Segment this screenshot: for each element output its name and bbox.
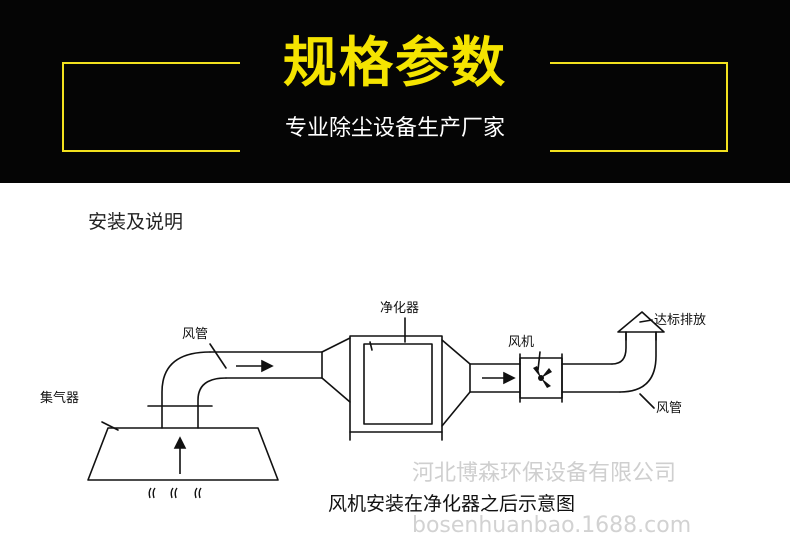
label-collector: 集气器 [40,390,79,406]
diagram-caption: 风机安装在净化器之后示意图 [328,493,575,515]
purifier-box [349,335,443,433]
page-subtitle: 专业除尘设备生产厂家 [284,116,505,141]
smoke-marks [148,487,202,499]
fan-icon [533,366,552,388]
label-purifier: 净化器 [380,301,419,316]
label-duct-right: 风管 [656,401,682,416]
subtitle-backdrop [240,108,550,152]
section-label: 安装及说明 [88,211,184,233]
collector-hood [87,427,279,481]
watermark-site: bosenhuanbao.1688.com [412,513,691,538]
label-fan: 风机 [508,335,534,350]
header-banner: 规格参数 专业除尘设备生产厂家 [0,0,790,183]
purifier-inlet [321,337,351,403]
exhaust-cap [617,311,665,333]
label-duct-left: 风管 [182,327,208,342]
riser-duct [161,351,211,429]
watermark-company: 河北博森环保设备有限公司 [412,461,676,486]
page-title: 规格参数 [283,31,507,94]
installation-diagram: 集气器 风管 净化器 风机 达标排放 风管 河北博森环保设备有限公司 风机安装在… [40,301,706,538]
title-backdrop [240,30,550,100]
label-exhaust: 达标排放 [654,313,706,328]
